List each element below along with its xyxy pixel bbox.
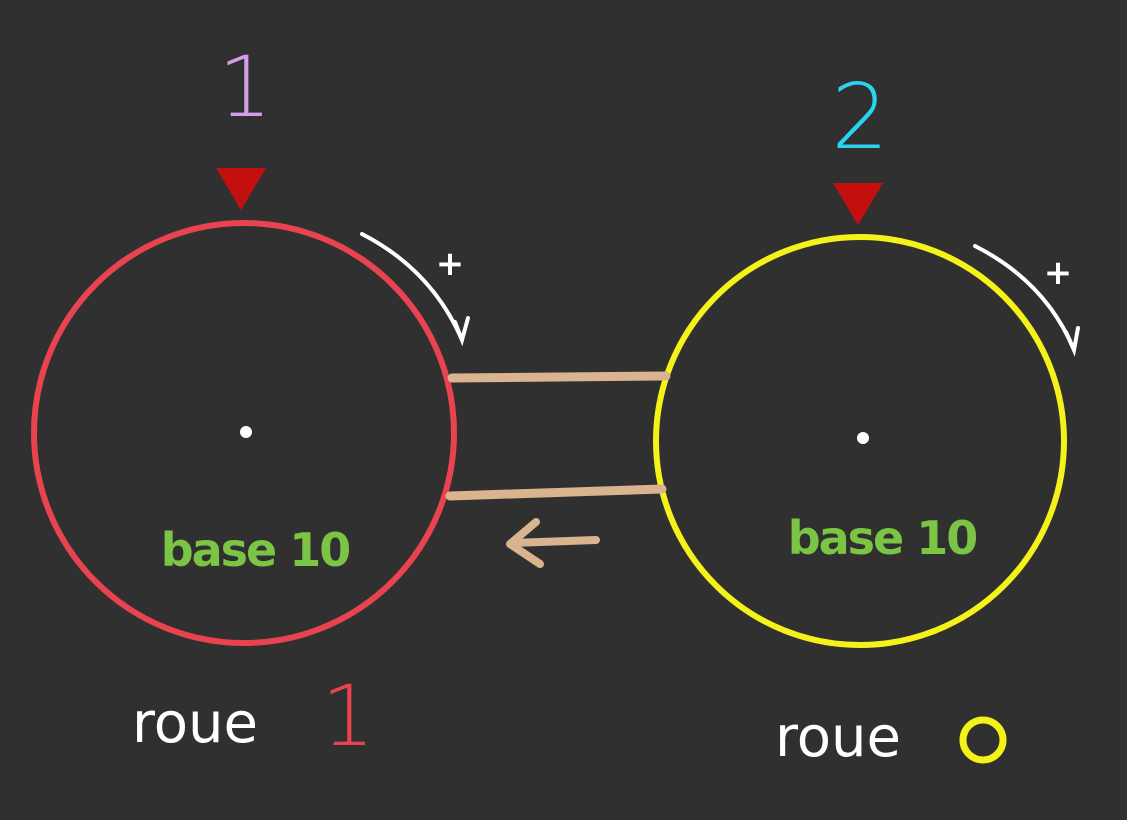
left-wheel-center-dot [240, 426, 252, 438]
link-bottom-rail [445, 484, 667, 501]
right-wheel-name-word: roue [775, 705, 901, 770]
left-plus-sign: + [436, 244, 465, 284]
right-wheel-circle [653, 234, 1067, 648]
left-wheel-name-digit: 1 [321, 667, 374, 765]
right-wheel-center-dot [857, 432, 869, 444]
left-wheel-circle [31, 220, 457, 646]
right-wheel-group: 2 base 10 + roue 0 [653, 65, 1080, 770]
right-base-label: base 10 [788, 511, 977, 565]
right-top-digit: 2 [831, 65, 888, 170]
link-top-rail [447, 371, 671, 383]
left-base-label: base 10 [161, 523, 350, 577]
left-pointer-icon [216, 168, 266, 210]
right-plus-sign: + [1044, 253, 1073, 293]
left-wheel-name-word: roue [132, 691, 258, 756]
right-rotation-arrowhead-icon [1064, 326, 1080, 357]
left-rotation-arrowhead-icon [453, 316, 470, 347]
right-wheel-name-digit-ring [959, 716, 1007, 764]
left-top-digit: 1 [218, 38, 271, 136]
left-wheel-group: 1 base 10 + roue 1 [31, 38, 470, 765]
right-pointer-icon [833, 183, 883, 225]
wheel-link: ← [445, 371, 671, 568]
link-arrow-icon [506, 518, 600, 568]
